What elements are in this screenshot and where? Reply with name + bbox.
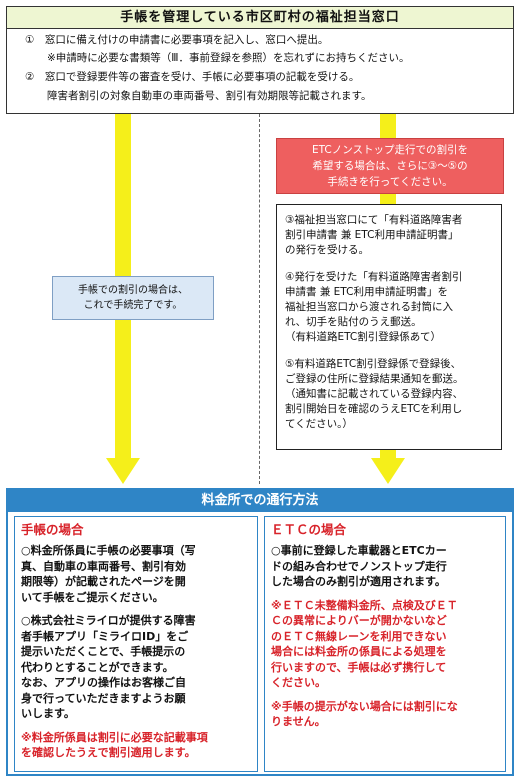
handbook-method-para2: ○株式会社ミライロが提供する障害 者手帳アプリ「ミライロID」をご 提示いただく… xyxy=(21,614,196,720)
toll-gate-title: 料金所での通行方法 xyxy=(8,490,512,512)
welfare-office-box: 手帳を管理している市区町村の福祉担当窓口 ① 窓口に備え付けの申請書に必要事項を… xyxy=(6,6,514,114)
step2-detail: 障害者割引の対象自動車の車両番号、割引有効期限等記載されます。 xyxy=(47,90,372,102)
step2-text: ② 窓口で登録要件等の審査を受け、手帳に必要事項の記載を受ける。 xyxy=(25,71,360,83)
dashed-divider xyxy=(259,114,260,484)
etc-method-note2: ※手帳の提示がない場合には割引にな りません。 xyxy=(271,699,458,729)
etc-method-note1: ※ＥＴＣ未整備料金所、点検及びＥＴ Ｃの異常によりバーが開かないなど のＥＴＣ無… xyxy=(271,598,458,690)
etc-note-line2: 希望する場合は、さらに③～⑤の xyxy=(312,160,468,172)
etc-steps-box: ③福祉担当窓口にて「有料道路障害者 割引申請書 兼 ETC利用申請証明書」 の発… xyxy=(276,204,502,450)
etc-method-heading: ＥＴＣの場合 xyxy=(271,522,347,537)
handbook-complete-line2: これで手続完了です。 xyxy=(83,300,183,311)
welfare-office-title: 手帳を管理している市区町村の福祉担当窓口 xyxy=(7,7,513,29)
step1-text: ① 窓口に備え付けの申請書に必要事項を記入し、窓口へ提出。 xyxy=(25,34,329,46)
step1-note: ※申請時に必要な書類等（Ⅲ．事前登録を参照）を忘れずにお持ちください。 xyxy=(47,52,410,64)
step5-text: ⑤有料道路ETC割引登録係で登録後、 ご登録の住所に登録結果通知を郵送。 （通知… xyxy=(285,358,464,430)
handbook-method-note: ※料金所係員は割引に必要な記載事項 を確認したうえで割引適用します。 xyxy=(21,730,208,760)
handbook-complete-line1: 手帳での割引の場合は、 xyxy=(78,285,188,296)
toll-gate-section: 料金所での通行方法 手帳の場合 ○料金所係員に手帳の必要事項（写 真、自動車の車… xyxy=(6,488,514,776)
etc-note-line1: ETCノンストップ走行での割引を xyxy=(311,144,469,156)
step3-text: ③福祉担当窓口にて「有料道路障害者 割引申請書 兼 ETC利用申請証明書」 の発… xyxy=(285,214,463,256)
handbook-complete-note: 手帳での割引の場合は、 これで手続完了です。 xyxy=(52,276,214,320)
etc-note-line3: 手続きを行ってください。 xyxy=(327,176,453,188)
handbook-method-heading: 手帳の場合 xyxy=(21,522,84,537)
handbook-method-panel: 手帳の場合 ○料金所係員に手帳の必要事項（写 真、自動車の車両番号、割引有効 期… xyxy=(14,516,258,772)
etc-discount-note: ETCノンストップ走行での割引を 希望する場合は、さらに③～⑤の 手続きを行って… xyxy=(276,138,504,194)
step4-text: ④発行を受けた「有料道路障害者割引 申請書 兼 ETC利用申請証明書」を 福祉担… xyxy=(285,271,463,343)
handbook-method-para1: ○料金所係員に手帳の必要事項（写 真、自動車の車両番号、割引有効 期限等）が記載… xyxy=(21,544,196,604)
etc-method-panel: ＥＴＣの場合 ○事前に登録した車載器とETCカー ドの組み合わせでノンストップ走… xyxy=(264,516,506,772)
etc-method-para1: ○事前に登録した車載器とETCカー ドの組み合わせでノンストップ走行 した場合の… xyxy=(271,544,447,588)
